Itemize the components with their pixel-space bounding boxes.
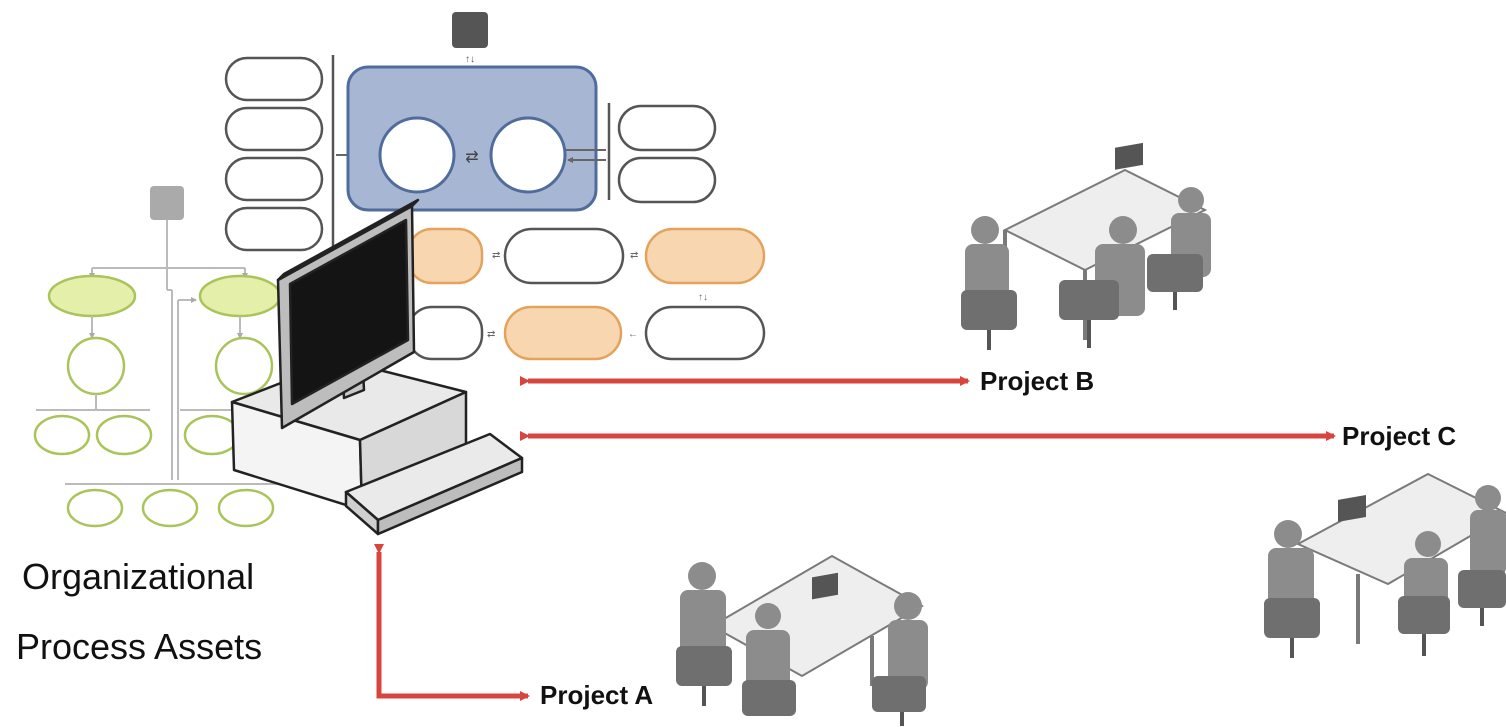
process-node-top [452, 12, 488, 48]
svg-text:⇄: ⇄ [487, 329, 495, 340]
team-icon [1264, 472, 1506, 658]
computer-icon [230, 198, 524, 536]
team-icon [961, 142, 1211, 350]
team-icon [676, 554, 928, 726]
svg-text:↑↓: ↑↓ [698, 292, 708, 303]
caption-line-2: Process Assets [16, 626, 263, 667]
svg-text:←: ← [628, 329, 638, 340]
project-a-label: Project A [540, 680, 654, 710]
caption-line-1: Organizational [22, 556, 255, 597]
double-arrow-icon [374, 544, 530, 701]
process-right-pills [617, 104, 717, 204]
process-left-pills [224, 56, 324, 252]
svg-text:⇄: ⇄ [465, 149, 478, 166]
process-diagram-icon: ↑↓ ⇄ ⇄ ⇄ ↑↓ ⇄ ← [224, 12, 766, 361]
project-b-label: Project B [980, 366, 1095, 396]
connector-arrows [374, 376, 1336, 701]
org-chart-icon [33, 186, 282, 528]
svg-text:↑↓: ↑↓ [465, 54, 475, 65]
svg-text:⇄: ⇄ [492, 250, 500, 261]
svg-text:⇄: ⇄ [630, 250, 638, 261]
project-c-label: Project C [1342, 421, 1457, 451]
